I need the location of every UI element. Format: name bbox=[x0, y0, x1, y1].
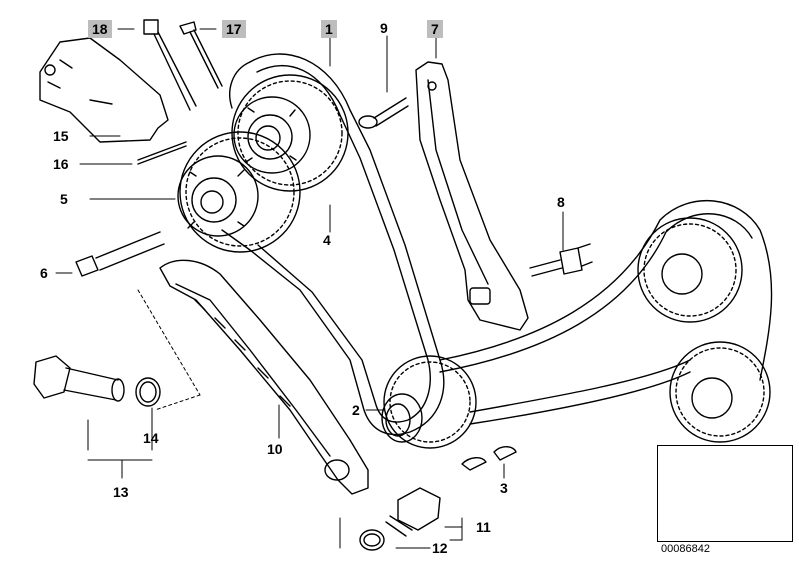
callout-12: 12 bbox=[432, 540, 448, 556]
seal-14 bbox=[135, 377, 161, 407]
lower-sprocket bbox=[177, 131, 301, 253]
callout-18: 18 bbox=[88, 20, 112, 38]
callout-11: 11 bbox=[476, 519, 491, 535]
bolt-6 bbox=[75, 231, 165, 277]
ring-12 bbox=[359, 529, 385, 551]
bolt-18 bbox=[143, 19, 197, 111]
callout-6: 6 bbox=[40, 265, 48, 281]
keys-3 bbox=[461, 446, 517, 471]
callout-16: 16 bbox=[53, 156, 69, 172]
callout-3: 3 bbox=[500, 480, 508, 496]
callout-4: 4 bbox=[323, 232, 331, 248]
pin bbox=[137, 141, 187, 165]
callout-2: 2 bbox=[352, 402, 360, 418]
crank-sprocket bbox=[381, 355, 477, 449]
diagram-reference-number: 00086842 bbox=[661, 543, 710, 555]
callout-8: 8 bbox=[557, 194, 565, 210]
bolt-8 bbox=[529, 243, 593, 277]
callout-14: 14 bbox=[143, 430, 159, 446]
tensioner-rail bbox=[415, 61, 529, 331]
leader-lines bbox=[55, 28, 564, 549]
bracket bbox=[39, 37, 169, 143]
bolt-17 bbox=[179, 21, 223, 89]
callout-7: 7 bbox=[427, 20, 443, 38]
callout-9: 9 bbox=[380, 20, 388, 36]
guide-rail bbox=[159, 259, 369, 495]
sensor-11 bbox=[385, 487, 441, 537]
plug-13 bbox=[33, 355, 125, 402]
callout-15: 15 bbox=[53, 128, 69, 144]
vehicle-inset-frame bbox=[657, 445, 793, 542]
secondary-chain bbox=[439, 199, 773, 443]
callout-10: 10 bbox=[267, 441, 283, 457]
callout-1: 1 bbox=[321, 20, 337, 38]
callout-13: 13 bbox=[113, 484, 129, 500]
bolt-9 bbox=[358, 97, 409, 129]
callout-17: 17 bbox=[222, 20, 246, 38]
callout-5: 5 bbox=[60, 191, 68, 207]
